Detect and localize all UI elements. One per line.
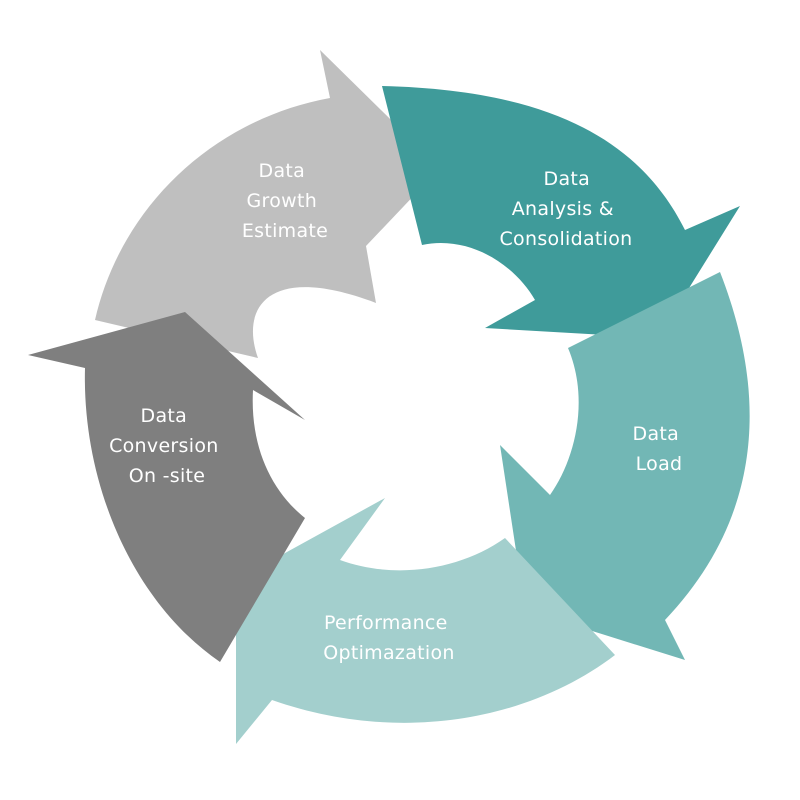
segment-label-growth-estimate: Data Growth Estimate: [242, 160, 328, 242]
segment-growth-estimate-arrow: [95, 50, 440, 358]
label-line: Estimate: [242, 220, 328, 242]
label-line: Conversion: [109, 435, 219, 457]
segment-label-data-load: Data Load: [633, 423, 686, 475]
segment-label-performance-optimization: Performance Optimazation: [323, 612, 455, 664]
label-line: Analysis &: [512, 198, 614, 220]
segment-analysis-consolidation-arrow: [382, 86, 740, 338]
label-line: Optimazation: [323, 642, 455, 664]
label-line: Data: [141, 405, 188, 427]
segment-performance-optimization-arrow: [236, 498, 615, 744]
label-line: On -site: [129, 465, 206, 487]
label-line: Data: [259, 160, 306, 182]
label-line: Consolidation: [499, 228, 632, 250]
label-line: Load: [636, 453, 683, 475]
segment-label-conversion-onsite: Data Conversion On -site: [109, 405, 225, 487]
label-line: Data: [633, 423, 680, 445]
segment-label-analysis-consolidation: Data Analysis & Consolidation: [499, 168, 632, 250]
label-line: Data: [544, 168, 591, 190]
segment-data-load-arrow: [500, 272, 750, 660]
segment-conversion-onsite-arrow: [28, 312, 305, 662]
label-line: Performance: [324, 612, 448, 634]
label-line: Growth: [247, 190, 318, 212]
